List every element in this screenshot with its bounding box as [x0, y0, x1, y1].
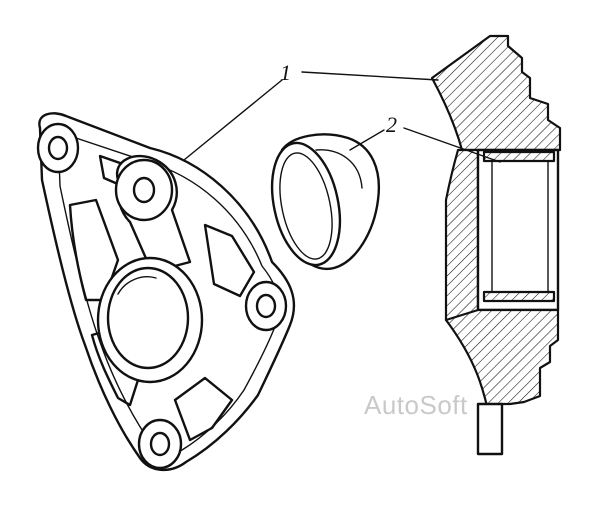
bushing-section-bottom	[482, 290, 556, 303]
pocket-right	[203, 223, 256, 298]
leader-1-to-housing	[301, 71, 439, 81]
mounting-ear-bottom	[137, 418, 183, 470]
bushing	[270, 133, 380, 271]
bushing-shading	[315, 149, 363, 189]
pocket-lower-right	[173, 376, 234, 442]
callout-1: 1	[280, 60, 291, 85]
cover-plate	[36, 112, 296, 471]
housing-left-wall	[444, 148, 480, 322]
leader-2-to-section	[403, 127, 501, 163]
boss-top	[114, 154, 192, 274]
bushing-inner-rim	[279, 152, 333, 260]
central-hub	[96, 256, 204, 384]
pocket-lower-left	[90, 328, 140, 407]
housing-top-section	[430, 34, 562, 152]
housing-shaft-stub	[476, 402, 504, 456]
leader-1-to-cover	[183, 79, 283, 161]
bushing-front-rim	[270, 141, 342, 267]
mounting-ear-top-left	[36, 122, 80, 174]
leader-2-to-bushing	[349, 129, 385, 151]
housing-bore	[476, 148, 560, 312]
mounting-ear-right	[244, 280, 288, 332]
leader-lines	[183, 71, 501, 163]
housing-section	[430, 34, 562, 456]
callout-2: 2	[386, 112, 397, 137]
watermark: AutoSoft	[364, 390, 468, 420]
